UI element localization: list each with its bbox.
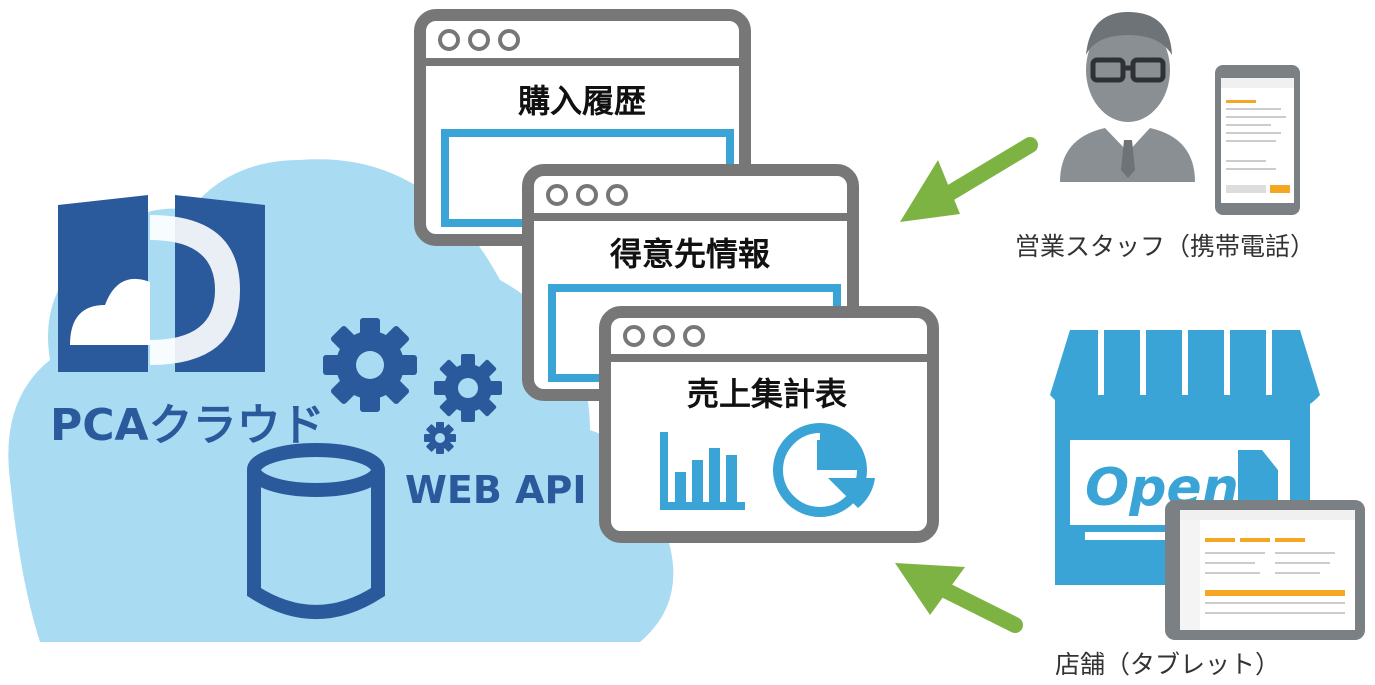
brand-name: PCAクラウド xyxy=(50,400,325,451)
window-title-sales: 売上集計表 xyxy=(687,375,847,413)
arrow-from-phone-icon xyxy=(900,137,1038,222)
database-icon xyxy=(247,443,385,619)
bar-chart-icon xyxy=(660,432,745,510)
window-sales-summary: 売上集計表 xyxy=(599,306,939,543)
sales-staff-person-icon xyxy=(1060,12,1195,182)
mobile-phone-icon xyxy=(1215,65,1300,215)
tablet-icon xyxy=(1165,500,1365,640)
pca-logo-icon xyxy=(58,195,265,372)
window-title-customer: 得意先情報 xyxy=(610,235,770,273)
gears-icon xyxy=(323,318,502,454)
store-label: 店舗（タブレット） xyxy=(1055,650,1280,679)
sales-staff-label: 営業スタッフ（携帯電話） xyxy=(1015,232,1315,261)
web-api-label: WEB API xyxy=(405,468,586,512)
arrow-from-tablet-icon xyxy=(895,563,1023,633)
pie-chart-icon xyxy=(773,423,875,517)
window-title-purchase: 購入履歴 xyxy=(518,82,646,120)
